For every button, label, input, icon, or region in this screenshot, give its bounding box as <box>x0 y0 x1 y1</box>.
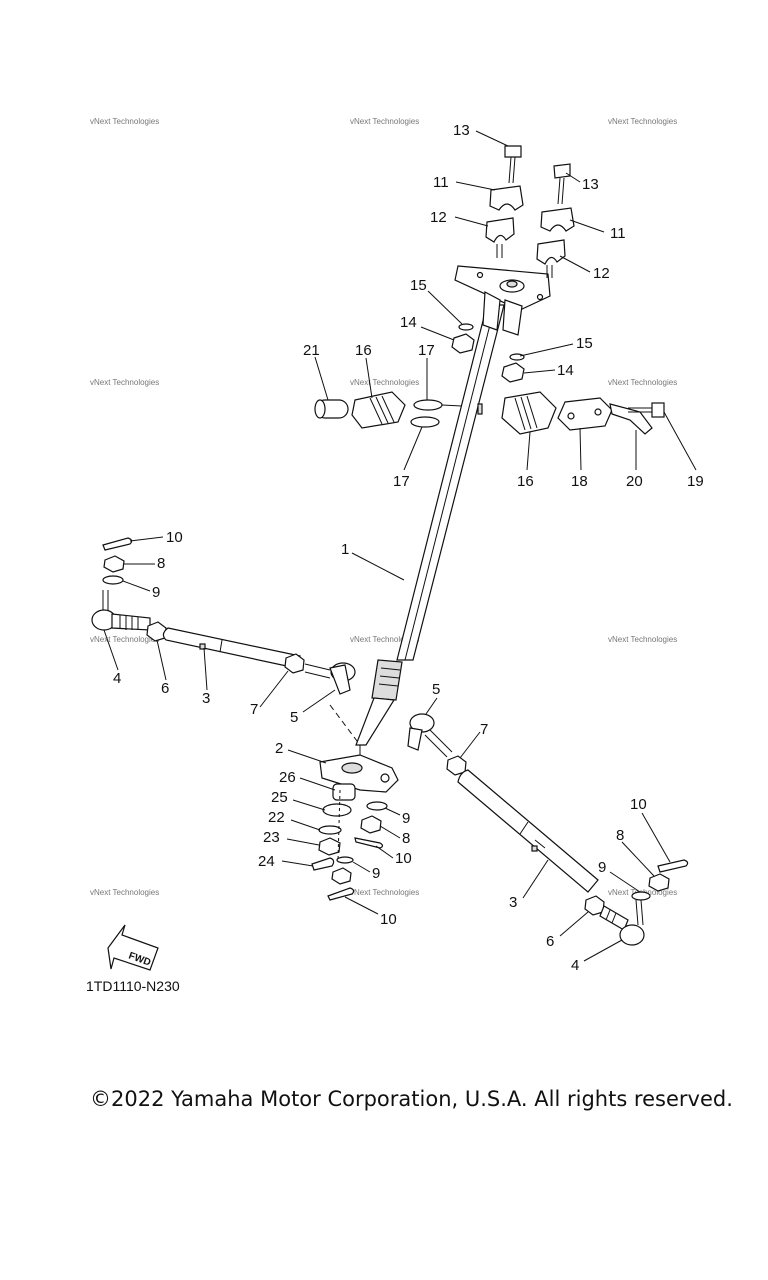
collar-parts <box>314 391 665 435</box>
callout-26: 26 <box>279 769 296 786</box>
callout-15: 15 <box>410 277 427 294</box>
watermark: vNext Technologies <box>350 635 419 644</box>
callout-12: 12 <box>593 265 610 282</box>
callout-10: 10 <box>380 911 397 928</box>
callout-22: 22 <box>268 809 285 826</box>
callout-6: 6 <box>161 680 169 697</box>
callout-9: 9 <box>372 865 380 882</box>
callout-13: 13 <box>582 176 599 193</box>
watermark: vNext Technologies <box>608 117 677 126</box>
fwd-arrow: FWD <box>107 924 159 971</box>
callout-9: 9 <box>598 859 606 876</box>
callout-17: 17 <box>393 473 410 490</box>
callout-10: 10 <box>166 529 183 546</box>
watermark: vNext Technologies <box>90 888 159 897</box>
callout-7: 7 <box>480 721 488 738</box>
diagram-code: 1TD1110-N230 <box>86 978 180 994</box>
handlebar-clamps <box>485 145 575 278</box>
callout-labels: 13 13 11 11 12 12 15 15 14 14 21 16 17 1… <box>113 122 704 974</box>
callout-10: 10 <box>630 796 647 813</box>
watermark: vNext Technologies <box>350 888 419 897</box>
callout-14: 14 <box>400 314 417 331</box>
right-tie-rod <box>407 713 689 946</box>
left-tie-rod <box>91 537 361 746</box>
callout-3: 3 <box>202 690 210 707</box>
callout-25: 25 <box>271 789 288 806</box>
watermark: vNext Technologies <box>350 378 419 387</box>
callout-8: 8 <box>616 827 624 844</box>
watermark: vNext Technologies <box>350 117 419 126</box>
callout-7: 7 <box>250 701 258 718</box>
callout-12: 12 <box>430 209 447 226</box>
copyright-notice: ©2022 Yamaha Motor Corporation, U.S.A. A… <box>90 1087 733 1111</box>
callout-11: 11 <box>610 225 626 242</box>
callout-8: 8 <box>402 830 410 847</box>
callout-11: 11 <box>433 174 449 191</box>
callout-2: 2 <box>275 740 283 757</box>
leader-lines <box>103 130 697 962</box>
callout-4: 4 <box>571 957 579 974</box>
callout-9: 9 <box>402 810 410 827</box>
steering-shaft <box>355 265 551 755</box>
watermark: vNext Technologies <box>90 117 159 126</box>
watermark: vNext Technologies <box>608 378 677 387</box>
callout-5: 5 <box>290 709 298 726</box>
callout-17: 17 <box>418 342 435 359</box>
callout-23: 23 <box>263 829 280 846</box>
callout-10: 10 <box>395 850 412 867</box>
watermark: vNext Technologies <box>608 635 677 644</box>
callout-13: 13 <box>453 122 470 139</box>
lower-arm-assembly <box>311 754 399 901</box>
callout-16: 16 <box>517 473 534 490</box>
callout-5: 5 <box>432 681 440 698</box>
callout-8: 8 <box>157 555 165 572</box>
callout-24: 24 <box>258 853 275 870</box>
watermark: vNext Technologies <box>90 635 159 644</box>
callout-21: 21 <box>303 342 320 359</box>
callout-3: 3 <box>509 894 517 911</box>
callout-4: 4 <box>113 670 121 687</box>
callout-6: 6 <box>546 933 554 950</box>
callout-15: 15 <box>576 335 593 352</box>
callout-19: 19 <box>687 473 704 490</box>
callout-18: 18 <box>571 473 588 490</box>
callout-1: 1 <box>341 541 349 558</box>
callout-9: 9 <box>152 584 160 601</box>
callout-16: 16 <box>355 342 372 359</box>
watermark: vNext Technologies <box>90 378 159 387</box>
callout-20: 20 <box>626 473 643 490</box>
callout-14: 14 <box>557 362 574 379</box>
